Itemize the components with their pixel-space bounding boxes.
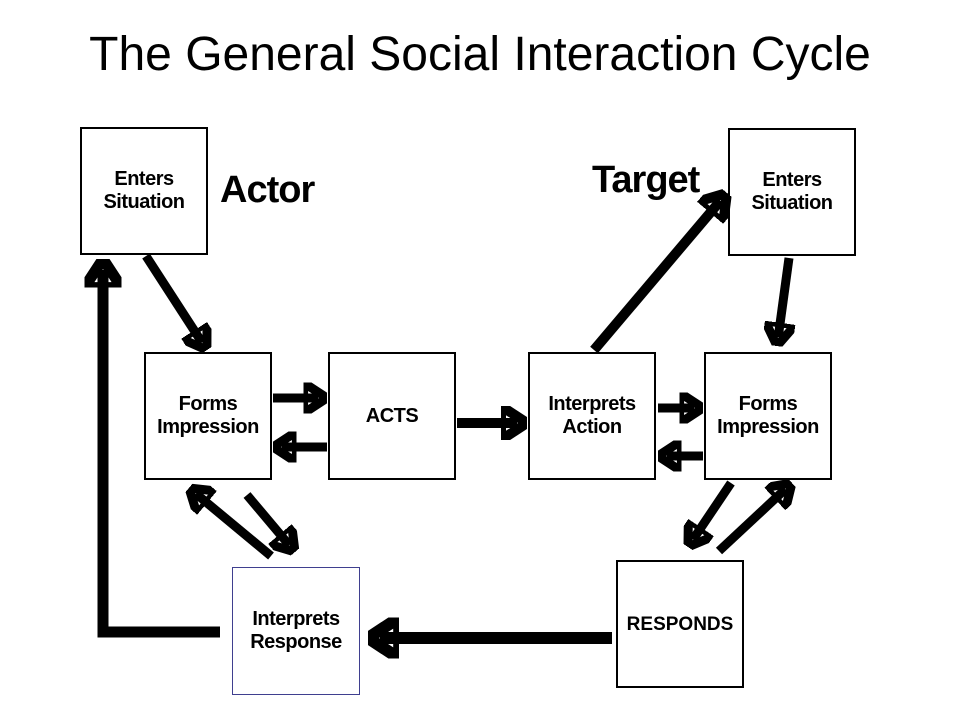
arrow-responds-to-forms-target (715, 489, 785, 555)
arrow-enters-target-to-forms-target (778, 257, 789, 337)
node-interprets-response: Interprets Response (232, 567, 360, 695)
arrow-forms-actor-to-interprets-response (243, 492, 289, 545)
target-label: Target (592, 159, 700, 201)
node-responds: RESPONDS (616, 560, 744, 688)
node-acts: ACTS (328, 352, 456, 480)
arrow-enters-actor-to-forms-actor (142, 253, 202, 343)
node-forms-impression-actor: Forms Impression (144, 352, 272, 480)
node-forms-impression-target: Forms Impression (704, 352, 832, 480)
node-interprets-action: Interprets Action (528, 352, 656, 480)
arrow-interprets-response-to-forms-actor (196, 494, 274, 560)
node-enters-situation-target: Enters Situation (728, 128, 856, 256)
actor-label: Actor (220, 169, 315, 211)
slide-title: The General Social Interaction Cycle (89, 28, 871, 81)
arrow-interprets-action-to-enters-target (590, 201, 721, 354)
node-enters-situation-actor: Enters Situation (80, 127, 208, 255)
arrow-forms-target-to-responds (693, 480, 735, 540)
